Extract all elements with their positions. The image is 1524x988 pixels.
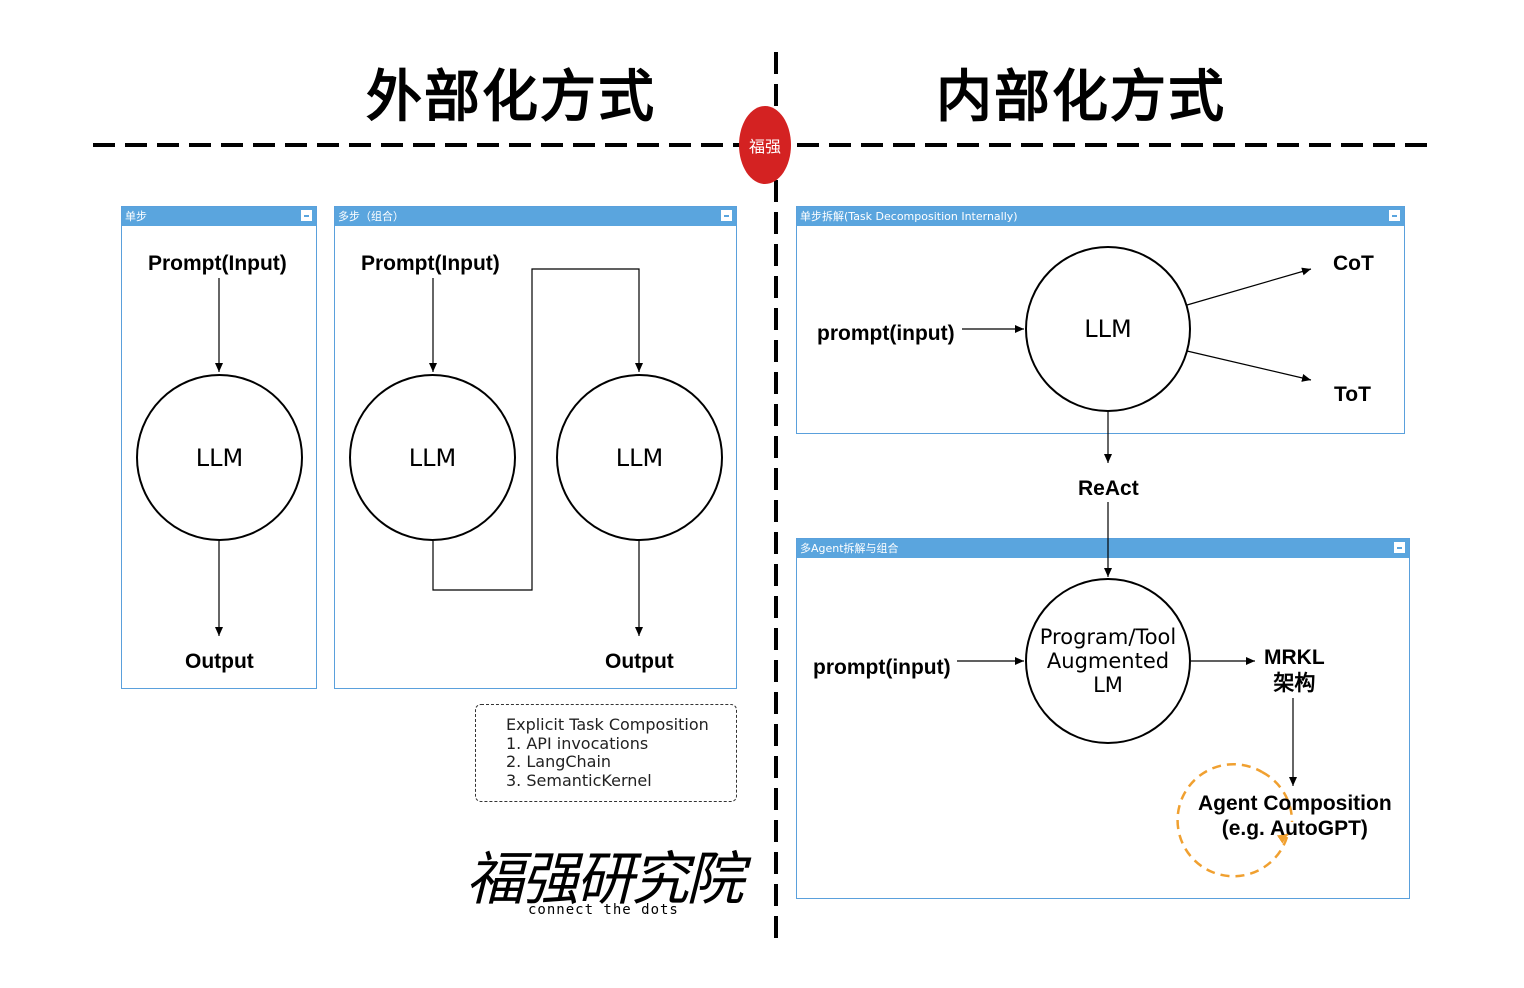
panel-title: 单步拆解(Task Decomposition Internally) <box>797 207 1404 226</box>
program-tool-augmented-lm-node: Program/Tool Augmented LM <box>1025 578 1191 744</box>
prompt-input-label: prompt(input) <box>813 656 951 679</box>
llm-node-2: LLM <box>556 374 723 541</box>
panel-title: 多步（组合） <box>335 207 736 226</box>
panel-title: 单步 <box>122 207 316 226</box>
mrkl-label: MRKL 架构 <box>1264 645 1325 697</box>
output-label: Output <box>605 650 674 673</box>
collapse-icon[interactable] <box>301 210 312 221</box>
brand-logo: 福强研究院 <box>466 845 744 913</box>
note-item: 1. API invocations <box>506 733 649 753</box>
note-title: Explicit Task Composition <box>506 715 709 734</box>
node-line: Program/Tool <box>1039 625 1177 649</box>
node-line: Augmented <box>1046 649 1170 673</box>
tot-label: ToT <box>1334 383 1371 406</box>
output-label: Output <box>185 650 254 673</box>
agent-composition-label: Agent Composition (e.g. AutoGPT) <box>1198 791 1392 841</box>
collapse-icon[interactable] <box>1394 542 1405 553</box>
heading-external: 外部化方式 <box>366 65 656 130</box>
llm-node: LLM <box>1025 246 1191 412</box>
llm-node-1: LLM <box>349 374 516 541</box>
explicit-task-composition-note: Explicit Task Composition 1. API invocat… <box>475 704 737 802</box>
mrkl-line: 架构 <box>1273 672 1316 695</box>
collapse-icon[interactable] <box>1389 210 1400 221</box>
brand-tagline: connect the dots <box>528 902 679 918</box>
prompt-input-label: Prompt(Input) <box>148 252 287 275</box>
agent-line: Agent Composition <box>1198 792 1392 815</box>
prompt-input-label: Prompt(Input) <box>361 252 500 275</box>
panel-title: 多Agent拆解与组合 <box>797 539 1409 558</box>
agent-line: (e.g. AutoGPT) <box>1221 817 1368 840</box>
note-item: 2. LangChain <box>506 752 612 771</box>
react-label: ReAct <box>1078 477 1139 500</box>
seal-stamp: 福强 <box>739 106 791 184</box>
mrkl-line: MRKL <box>1264 646 1325 669</box>
llm-node: LLM <box>136 374 303 541</box>
heading-internal: 内部化方式 <box>936 65 1226 130</box>
node-line: LM <box>1093 673 1123 697</box>
note-item: 3. SemanticKernel <box>506 770 652 790</box>
cot-label: CoT <box>1333 252 1374 275</box>
prompt-input-label: prompt(input) <box>817 322 955 345</box>
collapse-icon[interactable] <box>721 210 732 221</box>
loop-arrow-icon <box>1176 763 1289 878</box>
